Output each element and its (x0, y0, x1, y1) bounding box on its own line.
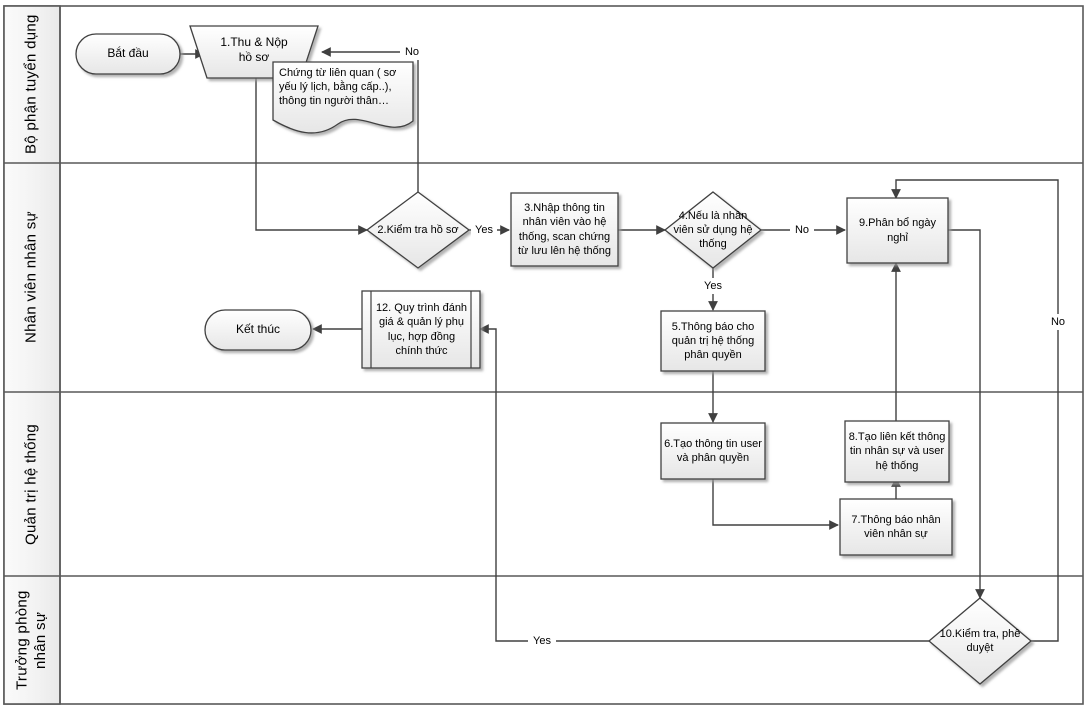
node-3-enter-employee-info[interactable] (510, 192, 619, 267)
node-12-evaluation-process[interactable] (361, 290, 481, 369)
lane-label-sysadmin: Quản trị hệ thống (22, 423, 40, 545)
edge-label-no-n4: No (790, 222, 814, 238)
lane-label-recruitment: Bộ phận tuyển dụng (22, 14, 40, 155)
lane-label-hr-staff: Nhân viên nhân sự (22, 211, 40, 344)
node-4-is-system-user[interactable] (663, 191, 763, 269)
node-10-review-approve[interactable] (927, 597, 1033, 685)
nodes (75, 25, 1033, 685)
node-2-check-documents[interactable] (365, 191, 471, 269)
edge-label-yes-n4: Yes (700, 278, 726, 294)
edge-1-to-2 (255, 77, 368, 235)
node-start[interactable] (75, 33, 181, 75)
edge-label-no-top: No (400, 44, 424, 60)
node-5-notify-sysadmin[interactable] (660, 310, 766, 372)
edge-label-yes-n2: Yes (471, 222, 497, 238)
node-9-allocate-leave-days[interactable] (846, 197, 949, 264)
swimlane-pool (3, 5, 1084, 705)
lane-label-hr-manager: Trưởng phòng nhân sự (13, 590, 49, 690)
edge-10-to-9-no (891, 179, 1059, 642)
edge-6-to-7 (712, 478, 839, 530)
edge-label-yes-n10: Yes (528, 633, 556, 649)
node-8-link-hr-and-user[interactable] (844, 420, 950, 483)
edge-label-no-n10: No (1046, 314, 1070, 330)
node-note-documents[interactable] (272, 61, 414, 134)
node-7-notify-hr-staff[interactable] (839, 498, 953, 556)
node-end[interactable] (204, 309, 312, 351)
node-6-create-user-permissions[interactable] (660, 422, 766, 480)
edge-10-to-12-yes (479, 324, 929, 642)
edge-9-to-10 (948, 229, 985, 599)
